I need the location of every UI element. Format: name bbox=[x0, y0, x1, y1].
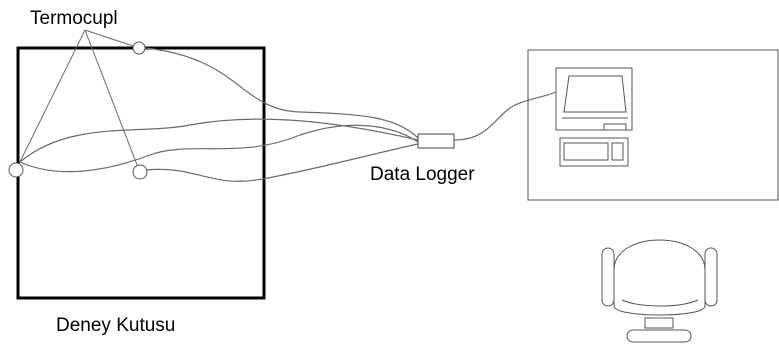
leader-to-left-sensor bbox=[15, 29, 86, 171]
thermocouple-leaders bbox=[15, 29, 140, 171]
desk bbox=[527, 49, 779, 201]
wire-left-sensor-upper bbox=[19, 118, 419, 163]
sensor-left-icon bbox=[8, 162, 24, 178]
office-chair-icon bbox=[601, 239, 718, 343]
wire-left-sensor-lower bbox=[19, 124, 419, 173]
sensor-middle-icon bbox=[132, 164, 148, 180]
leader-to-middle-sensor bbox=[84, 29, 140, 171]
leader-to-top-sensor bbox=[84, 29, 140, 49]
test-box-label: Deney Kutusu bbox=[56, 315, 175, 336]
wire-top-sensor bbox=[144, 47, 419, 139]
data-logger-label: Data Logger bbox=[370, 164, 475, 185]
thermocouple-label: Termocupl bbox=[30, 8, 118, 29]
sensor-wires bbox=[19, 47, 419, 182]
data-logger-icon bbox=[417, 133, 455, 149]
logger-to-computer-cable bbox=[453, 91, 557, 141]
wire-middle-sensor bbox=[144, 143, 419, 182]
computer-monitor-icon bbox=[555, 67, 633, 131]
sensor-top-icon bbox=[132, 41, 146, 55]
keyboard-icon bbox=[559, 137, 629, 167]
